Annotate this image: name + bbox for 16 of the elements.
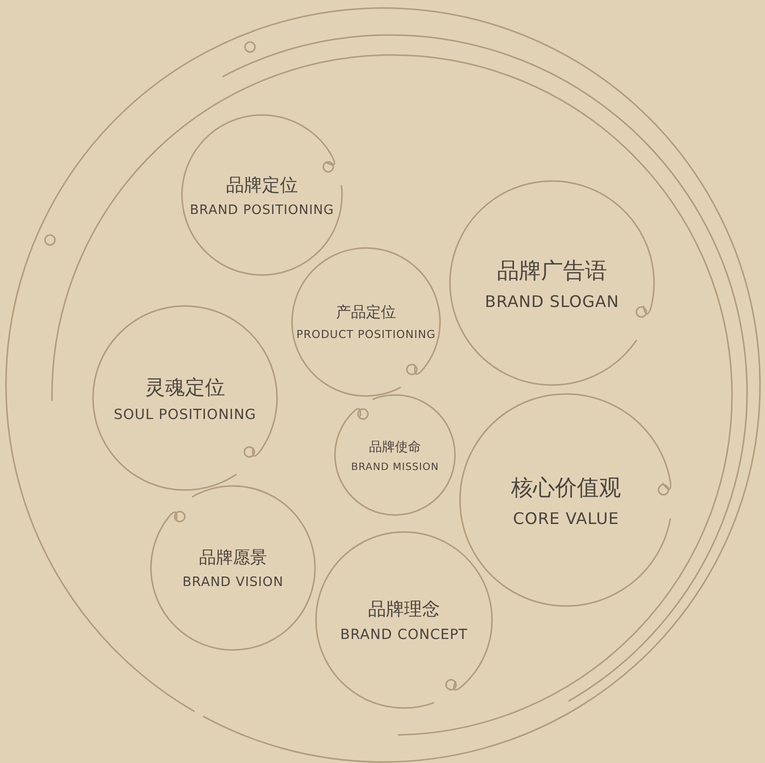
chinese-heading: 灵魂定位 — [145, 374, 225, 400]
english-label: BRAND POSITIONING — [190, 202, 334, 218]
english-label: SOUL POSITIONING — [114, 406, 256, 422]
chinese-heading: 品牌广告语 — [497, 258, 607, 286]
english-label: CORE VALUE — [513, 508, 619, 528]
chinese-heading: 核心价值观 — [511, 474, 621, 502]
chinese-heading: 品牌理念 — [368, 598, 440, 621]
chinese-heading: 品牌使命 — [369, 438, 421, 456]
english-label: BRAND CONCEPT — [340, 627, 468, 643]
english-label: BRAND MISSION — [351, 462, 439, 472]
chinese-heading: 品牌定位 — [226, 174, 298, 196]
english-label: BRAND VISION — [182, 575, 284, 590]
chinese-heading: 产品定位 — [336, 303, 396, 322]
chinese-heading: 品牌愿景 — [199, 547, 267, 569]
english-label: PRODUCT POSITIONING — [296, 328, 436, 341]
english-label: BRAND SLOGAN — [484, 292, 620, 310]
